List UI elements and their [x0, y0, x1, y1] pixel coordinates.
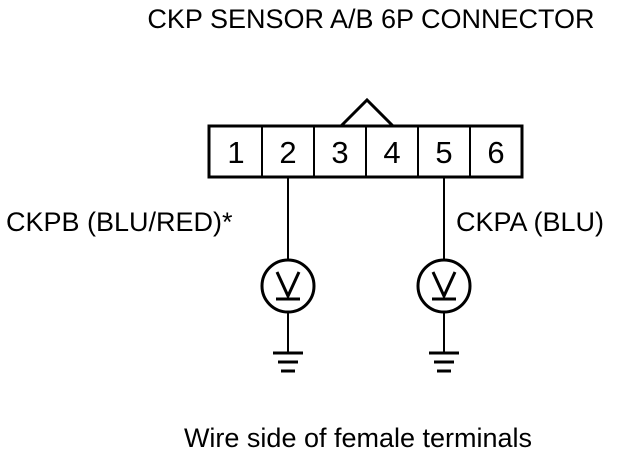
probe-left: CKPB (BLU/RED)*: [6, 177, 316, 373]
pin-number-3: 3: [331, 135, 348, 170]
voltmeter-icon: [416, 258, 472, 314]
ground-icon: [273, 351, 303, 373]
pin-number-6: 6: [487, 135, 504, 170]
connector-lock-tab: [339, 97, 395, 128]
ground-icon: [429, 351, 459, 373]
diagram-caption: Wire side of female terminals: [184, 423, 532, 453]
pin-number-1: 1: [227, 135, 244, 170]
pin-number-5: 5: [435, 135, 452, 170]
probe-right-label: CKPA (BLU): [456, 207, 604, 237]
probe-left-label: CKPB (BLU/RED)*: [6, 207, 233, 237]
pin-number-4: 4: [383, 135, 400, 170]
probe-right: CKPA (BLU): [416, 177, 604, 373]
connector: 1 2 3 4 5 6: [207, 97, 524, 179]
voltmeter-icon: [260, 258, 316, 314]
pin-number-2: 2: [279, 135, 296, 170]
diagram-title: CKP SENSOR A/B 6P CONNECTOR: [147, 4, 594, 34]
